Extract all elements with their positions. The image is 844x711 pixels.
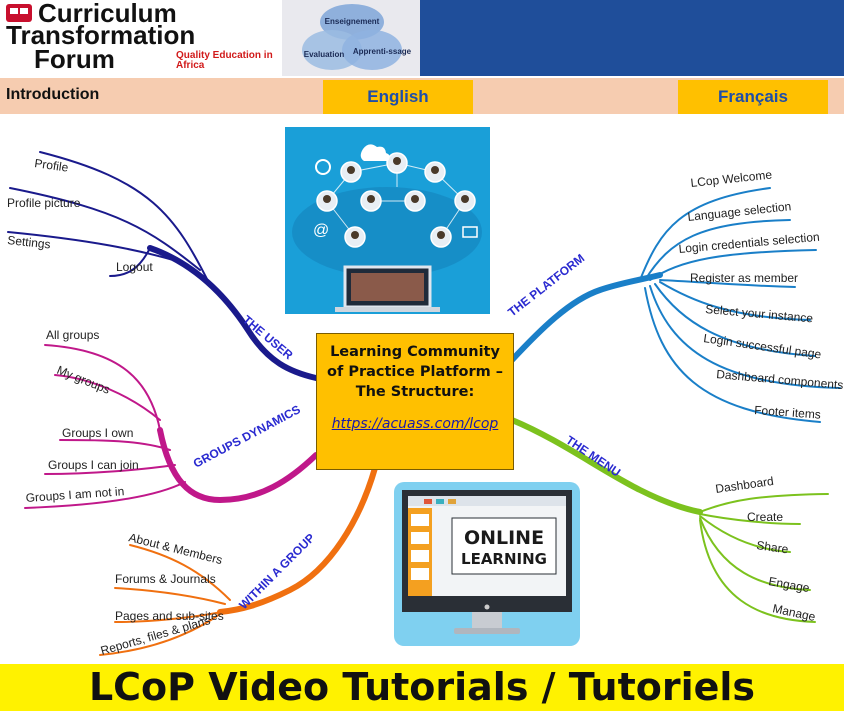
platform-item-login-success: Login successful page <box>703 331 823 361</box>
within-item-pages: Pages and sub-sites <box>115 609 224 623</box>
venn-diagram: Enseignement Evaluation Apprenti-ssage <box>302 4 412 70</box>
groups-item-my: My groups <box>55 363 112 397</box>
platform-item-welcome: LCop Welcome <box>690 167 773 190</box>
groups-item-own: Groups I own <box>62 426 133 440</box>
platform-item-instance: Select your instance <box>705 302 814 325</box>
english-button[interactable]: English <box>323 80 473 114</box>
menu-item-share: Share <box>756 538 790 556</box>
branch-label-menu: THE MENU <box>563 433 623 480</box>
within-item-forums: Forums & Journals <box>115 572 216 586</box>
platform-item-register: Register as member <box>690 271 798 285</box>
footer-banner: LCoP Video Tutorials / Tutoriels <box>0 664 844 711</box>
venn-label-right: Apprenti-ssage <box>353 47 412 56</box>
menu-item-create: Create <box>747 510 783 524</box>
francais-button[interactable]: Français <box>678 80 828 114</box>
groups-item-not-in: Groups I am not in <box>25 484 124 505</box>
menu-item-engage: Engage <box>767 574 810 595</box>
logo-title-line3: Forum <box>34 44 115 74</box>
user-item-profile: Profile <box>34 156 70 175</box>
user-item-logout: Logout <box>116 260 153 274</box>
menu-item-dashboard: Dashboard <box>714 474 774 496</box>
branch-label-platform: THE PLATFORM <box>505 251 587 319</box>
branch-label-groups: GROUPS DYNAMICS <box>191 402 303 470</box>
branch-label-within: WITHIN A GROUP <box>236 531 317 612</box>
logo-tagline: Quality Education in Africa <box>176 50 273 71</box>
logo-icon <box>6 4 32 22</box>
platform-item-dashboard-components: Dashboard components <box>716 367 844 392</box>
online-learning-illustration: ONLINE LEARNING <box>394 482 580 646</box>
svg-text:@: @ <box>313 222 329 239</box>
user-item-profile-picture: Profile picture <box>7 196 81 210</box>
center-title: Learning Community of Practice Platform … <box>327 344 503 400</box>
online-text-line2: LEARNING <box>461 550 547 568</box>
lcop-link[interactable]: https://acuass.com/lcop <box>331 416 499 432</box>
footer-title: LCoP Video Tutorials / Tutoriels <box>88 665 756 709</box>
logo-title-line2: Transformation <box>6 20 196 50</box>
logo-title-line1: Curriculum <box>38 0 177 28</box>
groups-item-all: All groups <box>46 328 99 342</box>
platform-item-footer: Footer items <box>754 403 822 422</box>
venn-label-left: Evaluation <box>304 50 345 59</box>
online-text-line1: ONLINE <box>464 527 544 549</box>
header-banner <box>420 0 844 76</box>
social-network-illustration: @ <box>285 127 490 314</box>
venn-label-top: Enseignement <box>325 17 380 26</box>
user-item-settings: Settings <box>7 233 52 251</box>
groups-item-can-join: Groups I can join <box>48 458 139 472</box>
center-topic: Learning Community of Practice Platform … <box>316 333 514 470</box>
mind-map: THE USER GROUPS DYNAMICS WITHIN A GROUP … <box>7 151 844 658</box>
introduction-link[interactable]: Introduction <box>6 86 100 103</box>
